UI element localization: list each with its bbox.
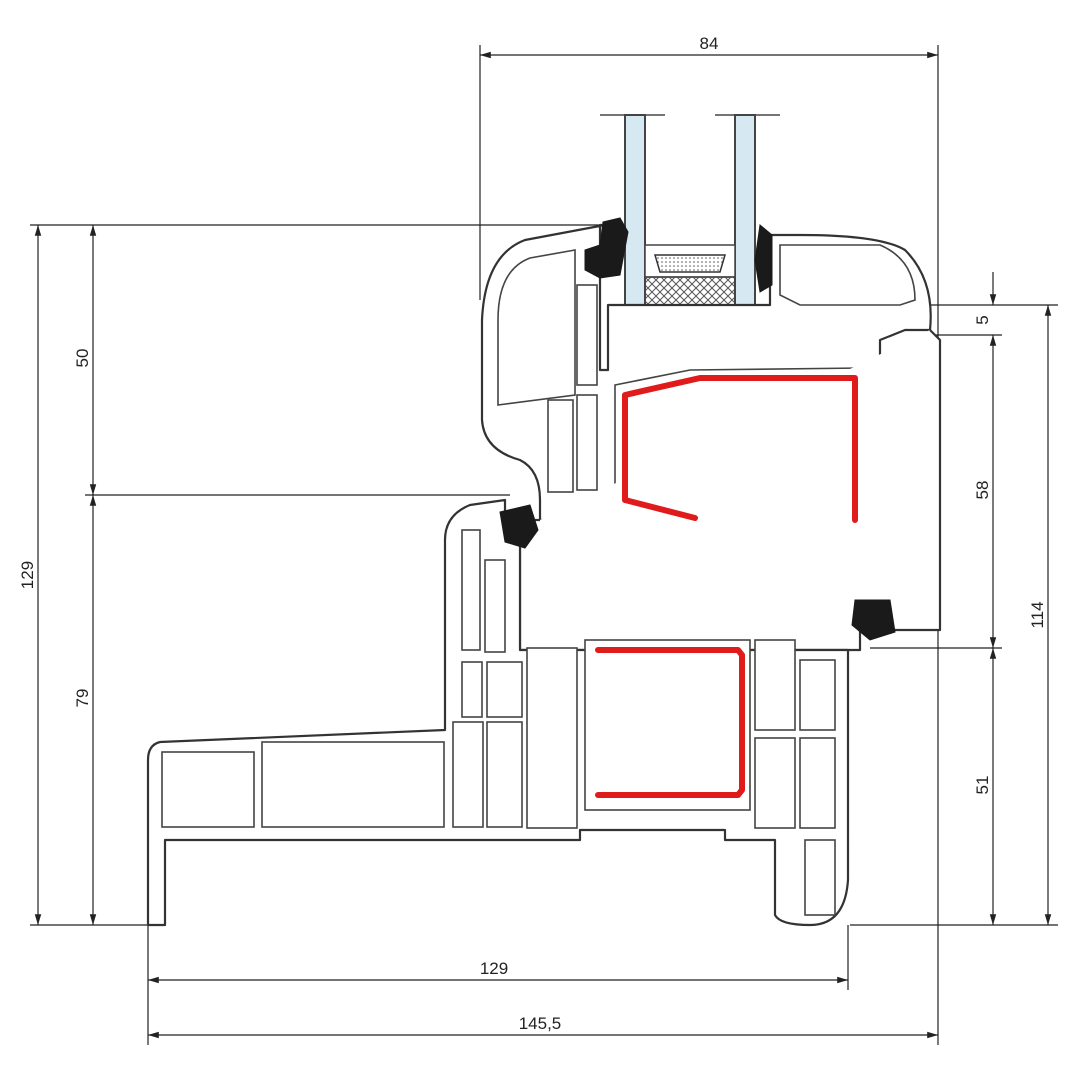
label-79: 79 bbox=[73, 689, 92, 708]
dimension-lines bbox=[34, 51, 1052, 1039]
frame-inner-gasket bbox=[851, 599, 896, 641]
sash-reinforcement bbox=[622, 375, 858, 523]
frame-outer-gasket bbox=[499, 504, 539, 549]
label-114: 114 bbox=[1028, 601, 1047, 628]
glass-pane-outer bbox=[624, 114, 646, 306]
outer-glazing-gasket bbox=[584, 217, 629, 279]
label-129-left: 129 bbox=[18, 561, 37, 589]
label-129-bottom: 129 bbox=[480, 959, 508, 978]
label-145-5: 145,5 bbox=[519, 1014, 562, 1033]
dimension-labels: 84 129 50 79 5 58 51 114 129 145,5 bbox=[18, 34, 1047, 1033]
frame-reinforcement bbox=[595, 647, 745, 798]
frame-profile bbox=[146, 498, 850, 927]
inner-glazing-gasket bbox=[754, 224, 773, 293]
label-58: 58 bbox=[973, 481, 992, 500]
desiccant bbox=[653, 254, 727, 273]
label-5: 5 bbox=[973, 315, 992, 324]
sealant bbox=[644, 276, 736, 306]
label-51: 51 bbox=[973, 776, 992, 795]
glass-pane-inner bbox=[734, 114, 756, 306]
gaskets bbox=[499, 217, 896, 641]
label-84: 84 bbox=[700, 34, 719, 53]
label-50: 50 bbox=[73, 349, 92, 368]
